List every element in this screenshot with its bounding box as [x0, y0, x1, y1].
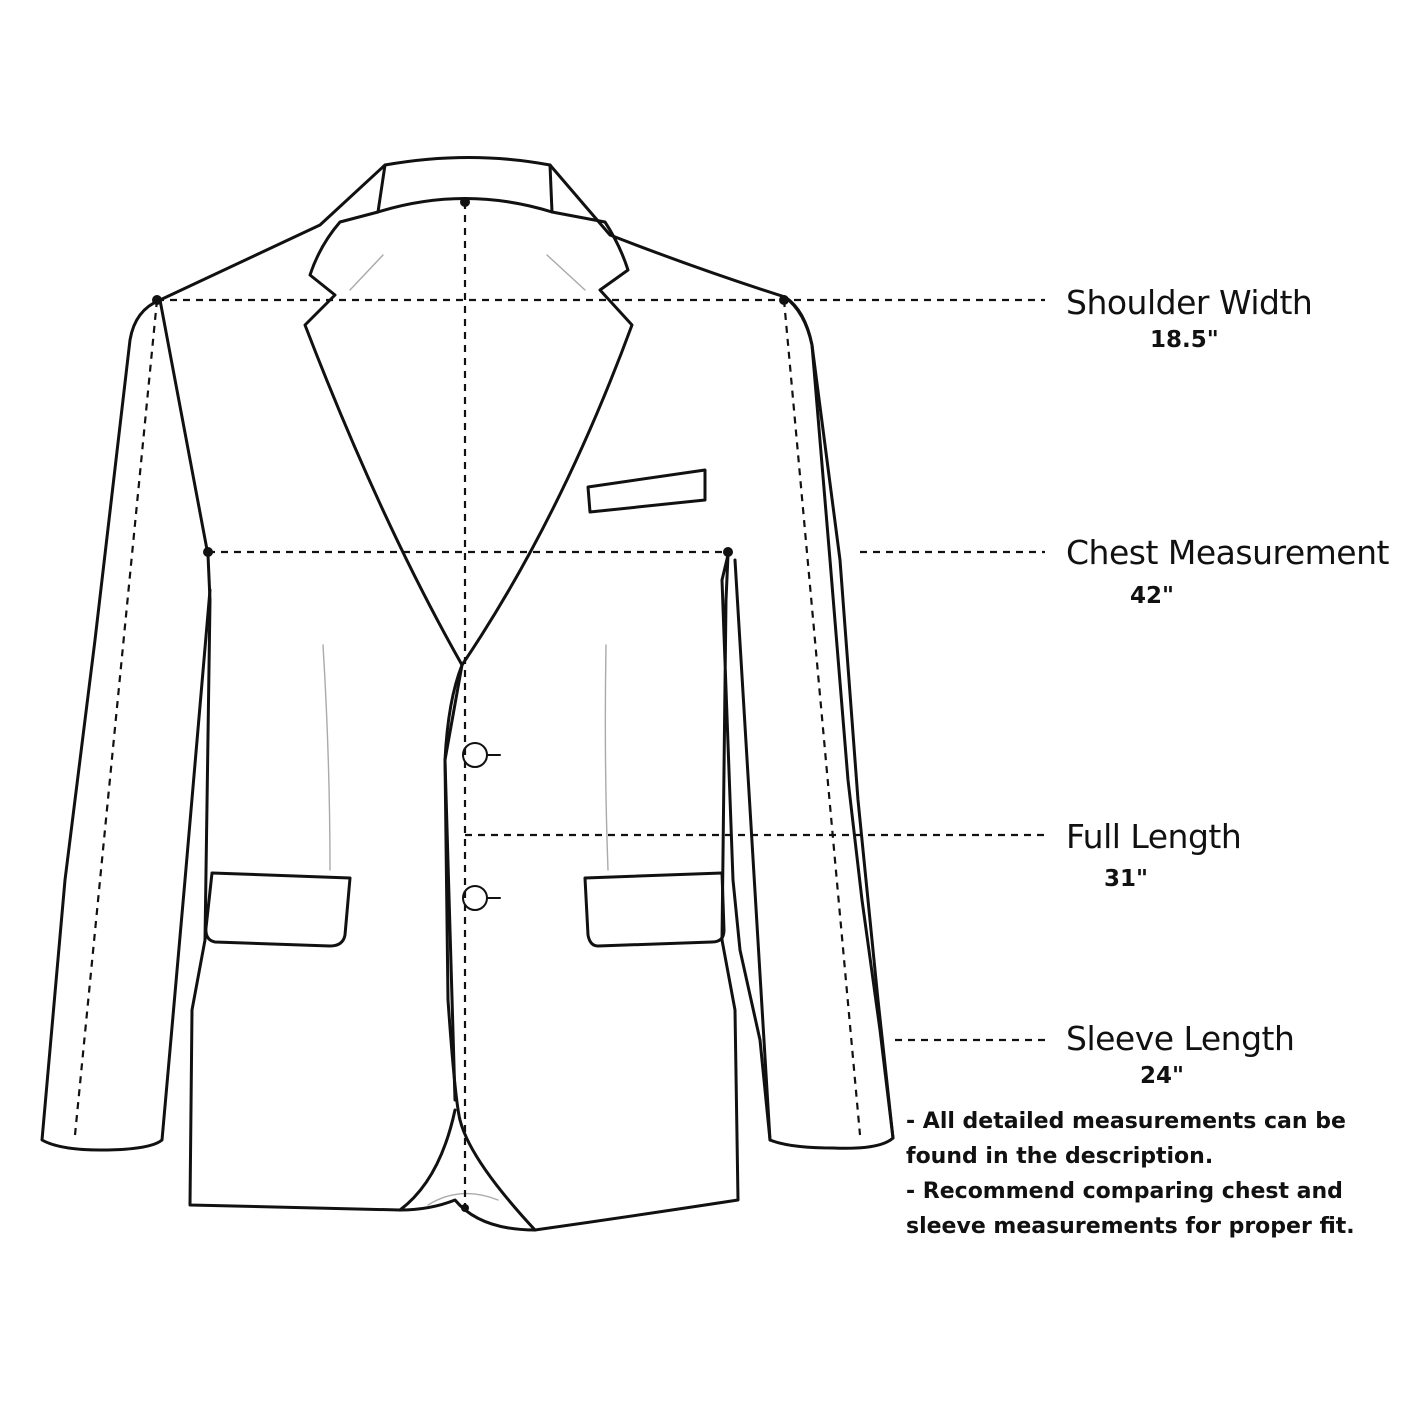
- chest-right-dot: [723, 547, 733, 557]
- jacket-illustration: [40, 156, 895, 1232]
- right-lapel: [460, 210, 634, 667]
- front-edge-left: [398, 1108, 457, 1212]
- right-sleeve-inner: [733, 558, 772, 1142]
- right-sleeve: [783, 295, 895, 1140]
- sleeve-length-value: 24": [1140, 1063, 1184, 1089]
- shoulder-width-value: 18.5": [1150, 327, 1219, 353]
- left-flap-pocket: [204, 871, 352, 948]
- right-flap-pocket: [583, 871, 726, 948]
- full-length-label: Full Length: [1066, 817, 1242, 856]
- jacket-body-outline: [158, 156, 895, 1232]
- chest-left-dot: [203, 547, 213, 557]
- shoulder-width-label: Shoulder Width: [1066, 283, 1313, 322]
- chest-measurement-value: 42": [1130, 583, 1174, 609]
- front-edge: [443, 663, 537, 1232]
- right-sleeve-length-guide: [782, 299, 862, 1136]
- measurement-guides: [73, 197, 1045, 1212]
- left-lapel: [303, 210, 464, 1102]
- hem-lining: [427, 1192, 499, 1206]
- button-upper: [462, 742, 488, 768]
- note-line: found in the description.: [906, 1144, 1214, 1169]
- button-lower: [462, 885, 488, 911]
- fit-notes: - All detailed measurements can be found…: [906, 1104, 1376, 1244]
- left-dart: [322, 644, 331, 871]
- note-line: - Recommend comparing chest and: [906, 1179, 1343, 1204]
- full-length-value: 31": [1104, 866, 1148, 892]
- inner-collar-line-right: [546, 254, 586, 291]
- breast-pocket: [586, 468, 707, 514]
- right-dart: [604, 644, 609, 871]
- chest-measurement-label: Chest Measurement: [1066, 533, 1389, 572]
- note-line: sleeve measurements for proper fit.: [906, 1214, 1355, 1239]
- full-length-bottom-dot: [461, 1204, 469, 1212]
- full-length-top-dot: [460, 197, 470, 207]
- left-sleeve-length-guide: [73, 299, 159, 1136]
- left-sleeve: [40, 298, 212, 1152]
- sleeve-length-label: Sleeve Length: [1066, 1019, 1295, 1058]
- note-line: - All detailed measurements can be: [906, 1109, 1346, 1134]
- inner-collar-line-left: [349, 254, 384, 291]
